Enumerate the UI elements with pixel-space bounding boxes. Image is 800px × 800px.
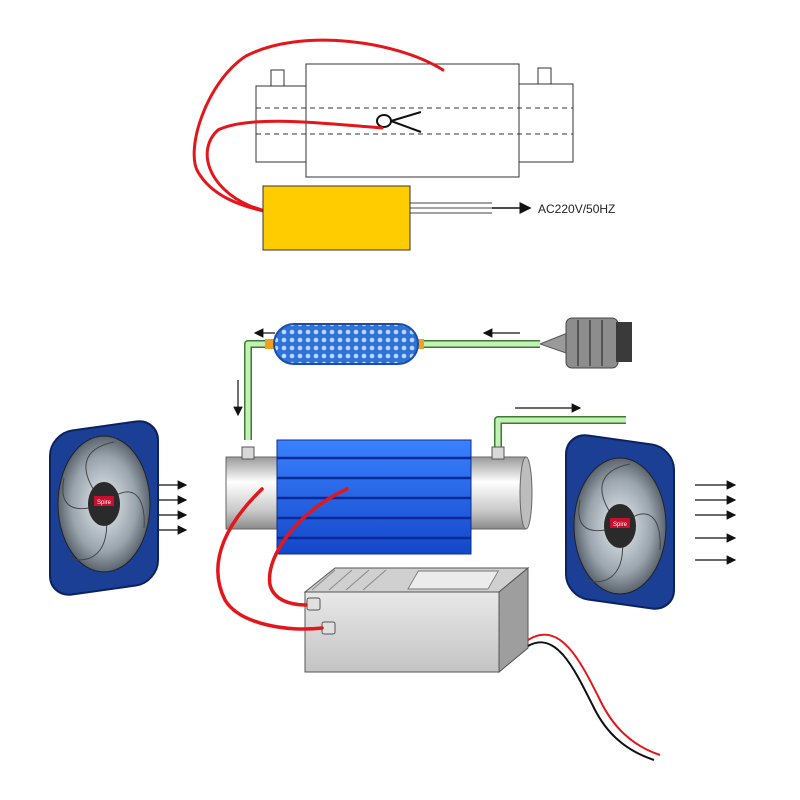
ac-power-cord [527, 633, 661, 761]
top-schematic: AC220V/50HZ [192, 38, 615, 251]
air-dryer-capsule [273, 323, 419, 365]
electrode-clip [376, 111, 422, 133]
right-fan-logo: Spire [613, 522, 628, 528]
power-supply-unit [303, 566, 530, 674]
left-cooling-fan: Spire [49, 420, 159, 596]
power-supply-label: AC220V/50HZ [538, 202, 615, 216]
ozone-tube-outline [255, 63, 574, 178]
bottom-assembly: Spire Spire [49, 317, 737, 761]
tube-fitting-left [265, 339, 275, 349]
left-fan-logo: Spire [97, 500, 112, 506]
hv-wires [216, 487, 349, 631]
air-pump-icon [538, 317, 632, 369]
right-cooling-fan: Spire [565, 434, 675, 610]
cooling-fins [276, 439, 472, 555]
transformer-box [262, 185, 411, 251]
high-voltage-wires [192, 38, 445, 214]
power-leads [410, 202, 532, 214]
